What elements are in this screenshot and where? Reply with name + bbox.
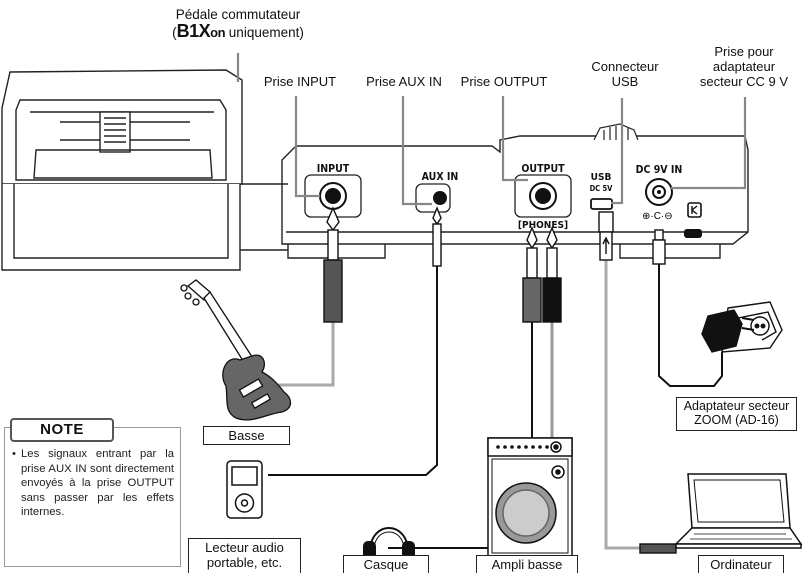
portable-caption-line1: Lecteur audio: [205, 540, 284, 555]
portable-player-icon: [226, 460, 263, 519]
bass-amp-caption: Ampli basse: [476, 555, 578, 573]
leader-lines: [236, 53, 747, 206]
note-text: Les signaux entrant par la prise AUX IN …: [21, 448, 174, 519]
computer-caption: Ordinateur: [698, 555, 784, 573]
knob-icon: [593, 123, 639, 141]
usb-port-icon: [590, 198, 613, 210]
pedal-switch-paren: (: [172, 25, 177, 40]
dc-jack-icon: ⊕·C·⊖: [642, 178, 673, 222]
pedal-switch-unit: [1, 69, 243, 271]
lock-slot-icon: [684, 202, 702, 238]
usb-connector-label: Connecteur USB: [580, 59, 670, 89]
b1x-logo-suffix: on: [210, 25, 226, 40]
b1x-logo: B1Xon: [176, 21, 226, 41]
dc-label-line1: Prise pour: [714, 44, 774, 59]
input-jack-icon: [304, 174, 362, 218]
dc-label-line3: secteur CC 9 V: [699, 74, 789, 89]
panel-dc9v-label: DC 9V IN: [636, 164, 683, 176]
note-body: • Les signaux entrant par la prise AUX I…: [12, 447, 174, 520]
adapter-caption-line1: Adaptateur secteur: [683, 399, 790, 413]
pedal-switch-label-line1: Pédale commutateur: [175, 7, 301, 22]
plugs: [323, 206, 677, 554]
b1x-logo-text: B1X: [176, 21, 211, 41]
svg-text:⊕·C·⊖: ⊕·C·⊖: [642, 211, 673, 222]
laptop-icon: [674, 473, 803, 549]
pedal-switch-label-line2: uniquement): [225, 25, 304, 40]
headphones-caption: Casque: [343, 555, 429, 573]
adapter-caption: Adaptateur secteur ZOOM (AD-16): [676, 397, 797, 431]
panel-output-label: OUTPUT: [521, 163, 565, 175]
usb-label-line1: Connecteur: [591, 59, 659, 74]
aux-in-jack-label: Prise AUX IN: [366, 74, 442, 89]
panel-usb-label: USB: [591, 172, 612, 183]
adapter-caption-line2: ZOOM (AD-16): [694, 413, 779, 427]
output-jack-icon: [514, 174, 572, 218]
note-bullet: •: [12, 448, 16, 460]
dc-jack-label: Prise pour adaptateur secteur CC 9 V: [690, 44, 798, 89]
pedal-switch-label: Pédale commutateur (B1Xon uniquement): [138, 7, 338, 41]
ac-adapter-icon: [701, 301, 783, 353]
panel-dc5v-label: DC 5V: [590, 184, 614, 193]
input-jack-label: Prise INPUT: [263, 74, 337, 89]
panel-input-label: INPUT: [317, 163, 350, 175]
note-title: NOTE: [10, 418, 114, 442]
output-jack-label: Prise OUTPUT: [460, 74, 548, 89]
bass-guitar-icon: [180, 279, 292, 421]
portable-player-caption: Lecteur audio portable, etc.: [188, 538, 301, 573]
bass-caption: Basse: [203, 426, 290, 445]
usb-label-line2: USB: [611, 74, 639, 89]
panel-aux-in-label: AUX IN: [422, 171, 459, 183]
portable-caption-line2: portable, etc.: [206, 555, 283, 570]
panel-phones-label: [PHONES]: [518, 220, 568, 231]
bass-amp-icon: [487, 437, 573, 557]
aux-in-jack-icon: [415, 183, 451, 213]
dc-label-line2: adaptateur: [712, 59, 776, 74]
